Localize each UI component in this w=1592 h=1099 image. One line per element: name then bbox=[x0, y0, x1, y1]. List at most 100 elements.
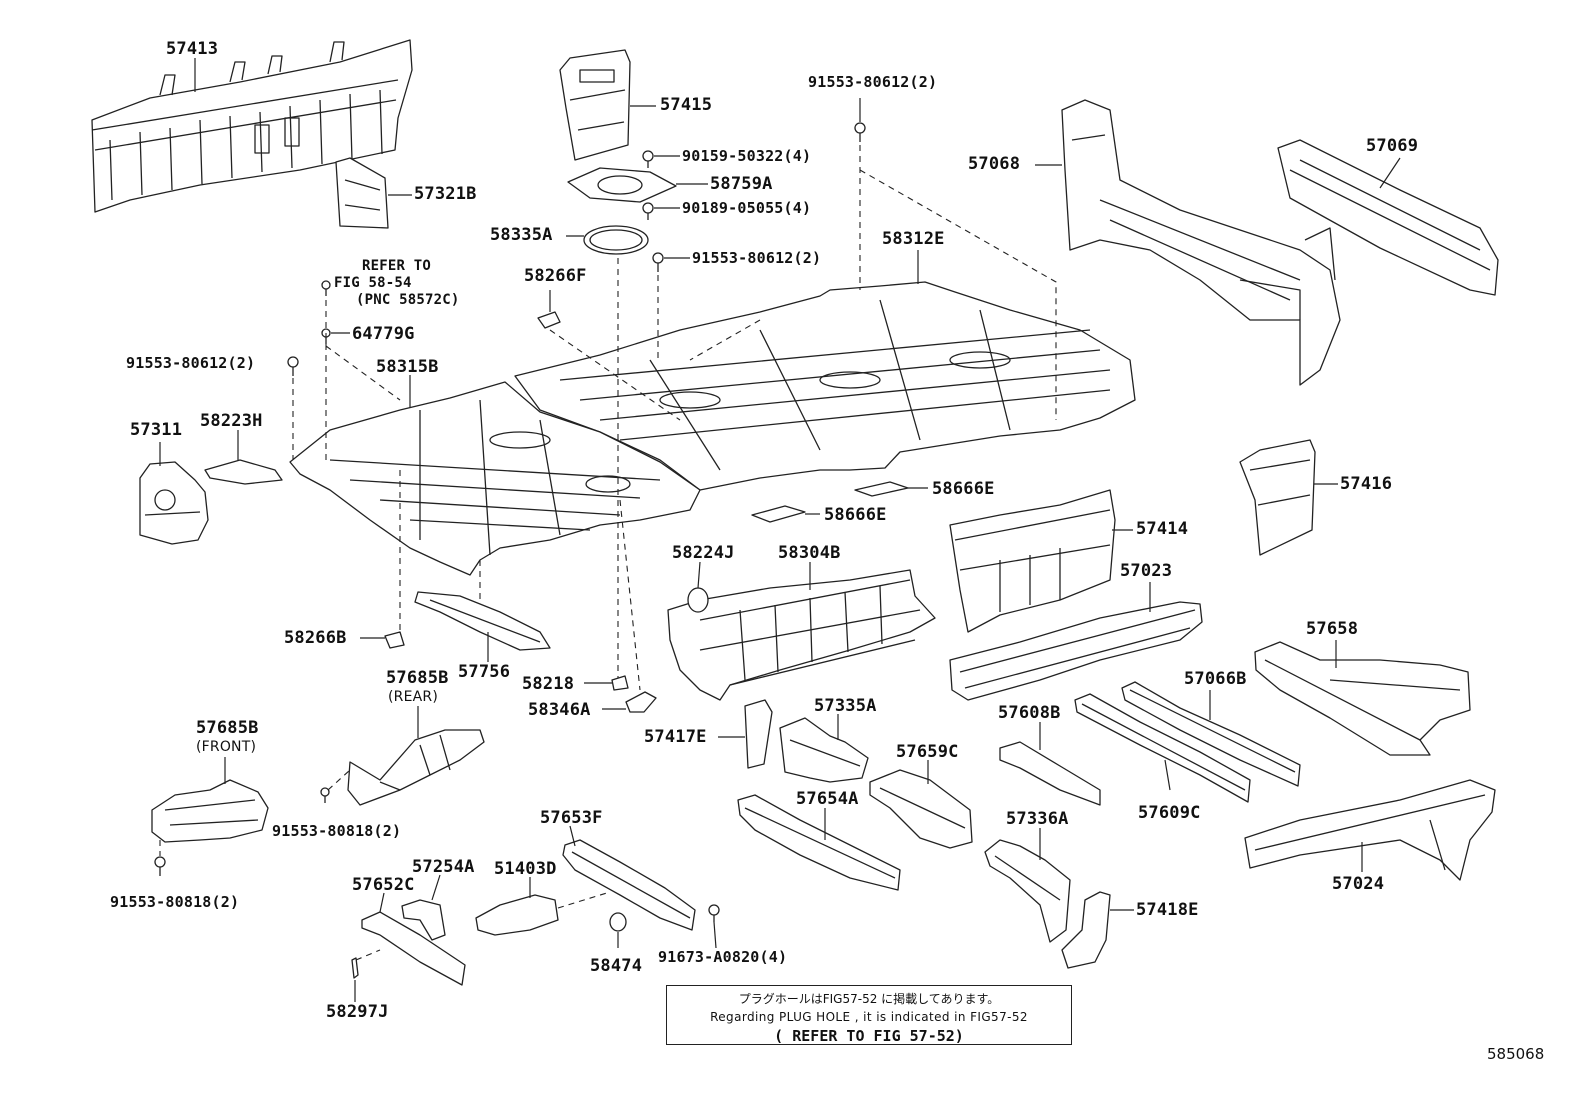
part-58297J bbox=[351, 957, 359, 979]
label-rear: (REAR) bbox=[388, 689, 439, 705]
guide-lines bbox=[292, 145, 1057, 691]
label-57417E: 57417E bbox=[644, 727, 707, 747]
label-64779G: 64779G bbox=[352, 324, 415, 344]
label-57659C: 57659C bbox=[896, 742, 959, 762]
label-51403D: 51403D bbox=[494, 859, 557, 879]
label-57336A: 57336A bbox=[1006, 809, 1069, 829]
part-57608B bbox=[999, 741, 1101, 806]
part-57609C bbox=[1074, 693, 1251, 803]
part-57068 bbox=[1061, 99, 1341, 386]
label-57609C: 57609C bbox=[1138, 803, 1201, 823]
label-58312E: 58312E bbox=[882, 229, 945, 249]
label-58266B: 58266B bbox=[284, 628, 347, 648]
label-91673-A0820: 91673-A0820(4) bbox=[658, 948, 788, 966]
label-58218: 58218 bbox=[522, 674, 575, 694]
label-57756: 57756 bbox=[458, 662, 511, 682]
note-refer-line1: REFER TO bbox=[362, 258, 432, 274]
part-58223H bbox=[204, 459, 283, 485]
label-91553-80612-left: 91553-80612(2) bbox=[126, 354, 256, 372]
label-91553-80612-top: 91553-80612(2) bbox=[808, 73, 938, 91]
label-91553-80818-b: 91553-80818(2) bbox=[110, 893, 240, 911]
bolt-91553-left bbox=[287, 356, 299, 376]
note-refer-fig-58-54: REFER TO FIG 58-54 (PNC 58572C) bbox=[334, 258, 460, 309]
part-57685B-rear bbox=[347, 729, 485, 806]
part-57652C bbox=[361, 911, 466, 986]
part-58346A bbox=[625, 691, 657, 713]
note-refer-line2: FIG 58-54 bbox=[334, 275, 412, 291]
label-57608B: 57608B bbox=[998, 703, 1061, 723]
label-58297J: 58297J bbox=[326, 1002, 389, 1022]
part-57066B bbox=[1121, 681, 1301, 787]
part-57311 bbox=[139, 461, 209, 545]
label-58315B: 58315B bbox=[376, 357, 439, 377]
label-57311: 57311 bbox=[130, 420, 183, 440]
bolt-91673 bbox=[708, 904, 720, 922]
part-57023 bbox=[949, 601, 1203, 701]
part-57335A bbox=[779, 717, 869, 783]
note-japanese: プラグホールはFIG57-52 に掲載してあります。 bbox=[738, 992, 1000, 1006]
label-58759A: 58759A bbox=[710, 174, 773, 194]
part-57321B bbox=[335, 157, 389, 229]
plug-hole-note-box: プラグホールはFIG57-52 に掲載してあります。 Regarding PLU… bbox=[666, 985, 1072, 1045]
part-57416 bbox=[1239, 439, 1316, 556]
note-english: Regarding PLUG HOLE , it is indicated in… bbox=[710, 1010, 1028, 1024]
part-57658 bbox=[1254, 641, 1471, 756]
part-57659C bbox=[869, 769, 973, 849]
label-57068: 57068 bbox=[968, 154, 1021, 174]
label-57254A: 57254A bbox=[412, 857, 475, 877]
label-58474: 58474 bbox=[590, 956, 643, 976]
label-57658: 57658 bbox=[1306, 619, 1359, 639]
part-58266B bbox=[384, 631, 405, 649]
label-57321B: 57321B bbox=[414, 184, 477, 204]
part-57415 bbox=[559, 49, 631, 161]
label-57418E: 57418E bbox=[1136, 900, 1199, 920]
figure-number: 585068 bbox=[1487, 1045, 1545, 1063]
part-58315B-front-floor bbox=[289, 381, 701, 576]
label-58223H: 58223H bbox=[200, 411, 263, 431]
note-refer-line3: (PNC 58572C) bbox=[356, 292, 460, 308]
bolt-91553-80818-a bbox=[320, 787, 330, 803]
label-58304B: 58304B bbox=[778, 543, 841, 563]
label-90159-50322: 90159-50322(4) bbox=[682, 147, 812, 165]
bolt-91553-top bbox=[854, 122, 866, 142]
label-57335A: 57335A bbox=[814, 696, 877, 716]
label-57413: 57413 bbox=[166, 39, 219, 59]
label-57414: 57414 bbox=[1136, 519, 1189, 539]
label-57024: 57024 bbox=[1332, 874, 1385, 894]
part-57024 bbox=[1244, 779, 1496, 881]
bolt-90189 bbox=[642, 202, 654, 220]
part-58218 bbox=[611, 675, 629, 691]
part-57069 bbox=[1277, 139, 1499, 296]
label-57066B: 57066B bbox=[1184, 669, 1247, 689]
part-51403D bbox=[475, 894, 559, 936]
part-58335A-ring bbox=[583, 225, 649, 255]
part-57254A bbox=[401, 899, 446, 941]
label-57415: 57415 bbox=[660, 95, 713, 115]
label-57685B-rear: 57685B bbox=[386, 668, 449, 688]
part-57685B-front bbox=[151, 779, 269, 843]
bolt-90159 bbox=[642, 150, 654, 168]
label-57023: 57023 bbox=[1120, 561, 1173, 581]
label-91553-80612-mid: 91553-80612(2) bbox=[692, 249, 822, 267]
part-58759A bbox=[567, 167, 677, 203]
part-57653F bbox=[562, 839, 696, 931]
label-58346A: 58346A bbox=[528, 700, 591, 720]
part-58224J bbox=[687, 587, 709, 613]
part-58474 bbox=[609, 912, 627, 932]
bolt-91553-80818-b bbox=[154, 856, 166, 876]
part-58312E-rear-floor bbox=[514, 281, 1136, 491]
label-58666E-a: 58666E bbox=[932, 479, 995, 499]
label-57652C: 57652C bbox=[352, 875, 415, 895]
part-57756 bbox=[414, 591, 551, 651]
bolt-91553-mid bbox=[652, 252, 664, 272]
part-58666E-a bbox=[854, 481, 909, 497]
label-91553-80818-a: 91553-80818(2) bbox=[272, 822, 402, 840]
part-57414 bbox=[949, 489, 1116, 633]
part-57413-rear-panel bbox=[91, 39, 413, 213]
part-57418E bbox=[1061, 891, 1111, 969]
part-58666E-b bbox=[751, 505, 806, 523]
part-57417E bbox=[744, 699, 773, 769]
label-58666E-b: 58666E bbox=[824, 505, 887, 525]
part-57336A bbox=[984, 839, 1071, 943]
